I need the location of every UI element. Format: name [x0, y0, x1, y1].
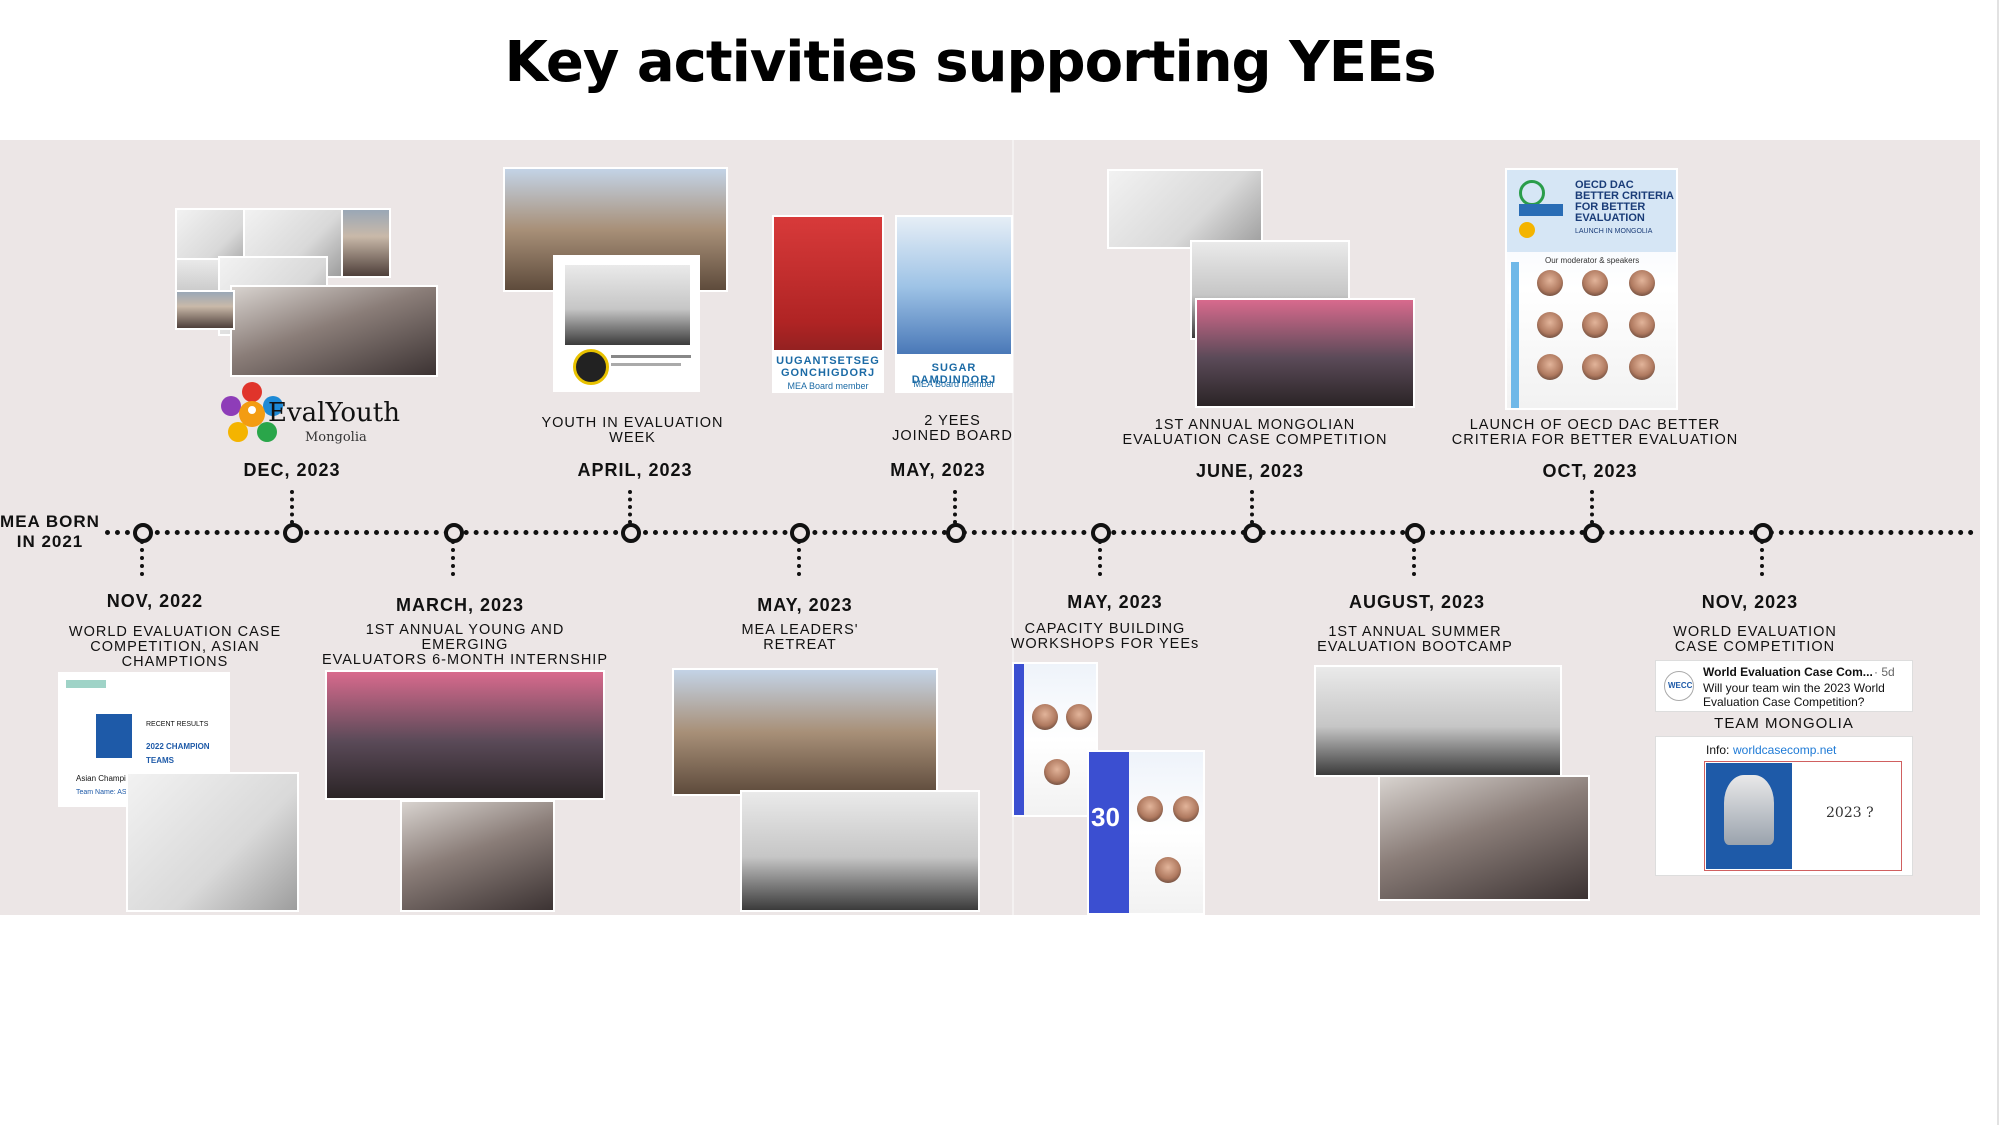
- date-august-2023: AUGUST, 2023: [1348, 592, 1486, 612]
- doc-2022-line1: RECENT RESULTS: [146, 721, 209, 728]
- timeline-node-nov-2022: [133, 523, 153, 543]
- photo-retreat-meeting: [740, 790, 980, 912]
- trophy-icon: [1724, 775, 1774, 845]
- date-nov-2023: NOV, 2023: [1701, 592, 1799, 612]
- date-dec-2023: DEC, 2023: [243, 460, 341, 480]
- poster-workshop-day: 30: [1091, 802, 1120, 832]
- slide-edge: [1997, 0, 1999, 1125]
- band-divider: [1012, 140, 1014, 915]
- connector-may-2023-workshops: [1098, 540, 1102, 576]
- photo-internship-group: [325, 670, 605, 800]
- connector-april-2023: [628, 490, 632, 524]
- poster-workshop-1: [1012, 662, 1098, 817]
- doc-2022-line2: 2022 CHAMPION TEAMS: [146, 742, 210, 765]
- doc-2022-line4: Team Name: ASPIRANTE: [76, 789, 157, 796]
- board-member-2-name: SUGAR DAMDINDORJ: [911, 362, 997, 386]
- connector-dec-2023: [290, 490, 294, 524]
- connector-may-2023-retreat: [797, 540, 801, 576]
- photo-board-member-2: SUGAR DAMDINDORJ MEA Board member: [895, 215, 1013, 393]
- board-member-1-role: MEA Board member: [787, 381, 869, 391]
- caption-retreat: MEA LEADERS' RETREAT: [741, 622, 859, 653]
- date-march-2023: MARCH, 2023: [395, 595, 525, 615]
- photo-2022-team: [126, 772, 299, 912]
- connector-june-2023: [1250, 490, 1254, 524]
- slide-title: Key activities supporting YEEs: [504, 30, 1436, 95]
- photo-board-member-1: UUGANTSETSEG GONCHIGDORJ MEA Board membe…: [772, 215, 884, 393]
- board-member-2-role: MEA Board member: [913, 379, 995, 389]
- date-april-2023: APRIL, 2023: [577, 460, 693, 480]
- timeline-node-dec-2023: [283, 523, 303, 543]
- timeline-axis: [105, 530, 1975, 535]
- wecc-team-label: TEAM MONGOLIA: [1714, 715, 1854, 732]
- timeline-node-june-2023: [1243, 523, 1263, 543]
- photo-evalyouth-group: [230, 285, 438, 377]
- wecc-info-label: Info:: [1706, 743, 1730, 757]
- caption-board: 2 YEES JOINED BOARD: [892, 413, 1013, 444]
- photo-bootcamp-class: [1314, 665, 1562, 777]
- oecd-poster-subtitle: LAUNCH IN MONGOLIA: [1575, 228, 1653, 235]
- connector-oct-2023: [1590, 490, 1594, 524]
- timeline-node-may-2023-retreat: [790, 523, 810, 543]
- evalyouth-logo-sub: Mongolia: [305, 430, 367, 445]
- wecc-post-text: Will your team win the 2023 World Evalua…: [1703, 681, 1885, 709]
- caption-oecd-launch: LAUNCH OF OECD DAC BETTER CRITERIA FOR B…: [1451, 417, 1739, 448]
- timeline-node-may-2023-board: [946, 523, 966, 543]
- oecd-poster: OECD DAC BETTER CRITERIA FOR BETTER EVAL…: [1505, 168, 1678, 410]
- wecc-info-link: worldcasecomp.net: [1733, 743, 1837, 757]
- timeline-node-april-2023: [621, 523, 641, 543]
- caption-internship: 1ST ANNUAL YOUNG AND EMERGING EVALUATORS…: [321, 622, 608, 668]
- oecd-poster-logos-icon: [1513, 178, 1567, 242]
- caption-bootcamp: 1ST ANNUAL SUMMER EVALUATION BOOTCAMP: [1317, 624, 1513, 655]
- evalyouth-logo-icon: [221, 382, 283, 442]
- caption-world-case-2023: WORLD EVALUATION CASE COMPETITION: [1673, 624, 1837, 655]
- doc-2022-line3: Asian Champions: [76, 774, 139, 783]
- board-member-1-name: UUGANTSETSEG GONCHIGDORJ: [776, 355, 880, 379]
- timeline-node-august-2023: [1405, 523, 1425, 543]
- photo-case-competition-3: [1195, 298, 1415, 408]
- date-may-2023-board: MAY, 2023: [890, 460, 986, 480]
- wecc-info-card: Info: worldcasecomp.net 2023 ?: [1655, 736, 1913, 876]
- photo-bootcamp-group: [1378, 775, 1590, 901]
- wecc-post-age: · 5d: [1874, 665, 1895, 679]
- date-june-2023: JUNE, 2023: [1195, 461, 1305, 481]
- caption-case-competition-mn: 1ST ANNUAL MONGOLIAN EVALUATION CASE COM…: [1122, 417, 1388, 448]
- caption-workshops: CAPACITY BUILDING WORKSHOPS FOR YEEs: [1010, 621, 1200, 652]
- wecc-handwritten: 2023 ?: [1826, 805, 1874, 821]
- wecc-logo-icon: [1664, 671, 1694, 701]
- photo-retreat-outdoor: [672, 668, 938, 796]
- date-may-2023-retreat: MAY, 2023: [757, 595, 853, 615]
- oecd-poster-section: Our moderator & speakers: [1545, 256, 1640, 265]
- timeline-node-may-2023-workshops: [1091, 523, 1111, 543]
- wecc-trophy-photo: [1706, 763, 1792, 869]
- start-marker-mea-born: MEA BORN IN 2021: [0, 512, 100, 551]
- connector-may-2023-board: [953, 490, 957, 524]
- date-nov-2022: NOV, 2022: [106, 591, 204, 611]
- timeline-node-nov-2023: [1753, 523, 1773, 543]
- caption-world-case-2022: WORLD EVALUATION CASE COMPETITION, ASIAN…: [68, 624, 282, 670]
- timeline-node-march-2023: [444, 523, 464, 543]
- evalyouth-logo-text: EvalYouth: [268, 398, 400, 428]
- caption-youth-eval-week: YOUTH IN EVALUATION WEEK: [541, 415, 724, 446]
- wecc-logo-text: WECC: [1668, 681, 1693, 690]
- connector-nov-2023: [1760, 540, 1764, 576]
- wecc-post-card: WECC World Evaluation Case Com... · 5d W…: [1655, 660, 1913, 712]
- poster-workshop-2: 30: [1087, 750, 1205, 915]
- photo-evalyouth-call-3: [341, 208, 391, 278]
- photo-youth-eval-signing: [553, 255, 700, 392]
- connector-august-2023: [1412, 540, 1416, 576]
- photo-case-competition-1: [1107, 169, 1263, 249]
- photo-internship-class: [400, 800, 555, 912]
- connector-nov-2022: [140, 540, 144, 576]
- timeline-node-oct-2023: [1583, 523, 1603, 543]
- date-oct-2023: OCT, 2023: [1542, 461, 1638, 481]
- date-may-2023-workshops: MAY, 2023: [1067, 592, 1163, 612]
- photo-evalyouth-call-6: [175, 290, 235, 330]
- oecd-poster-title: OECD DAC BETTER CRITERIA FOR BETTER EVAL…: [1575, 179, 1674, 224]
- connector-march-2023: [451, 540, 455, 576]
- wecc-post-title: World Evaluation Case Com...: [1703, 665, 1873, 679]
